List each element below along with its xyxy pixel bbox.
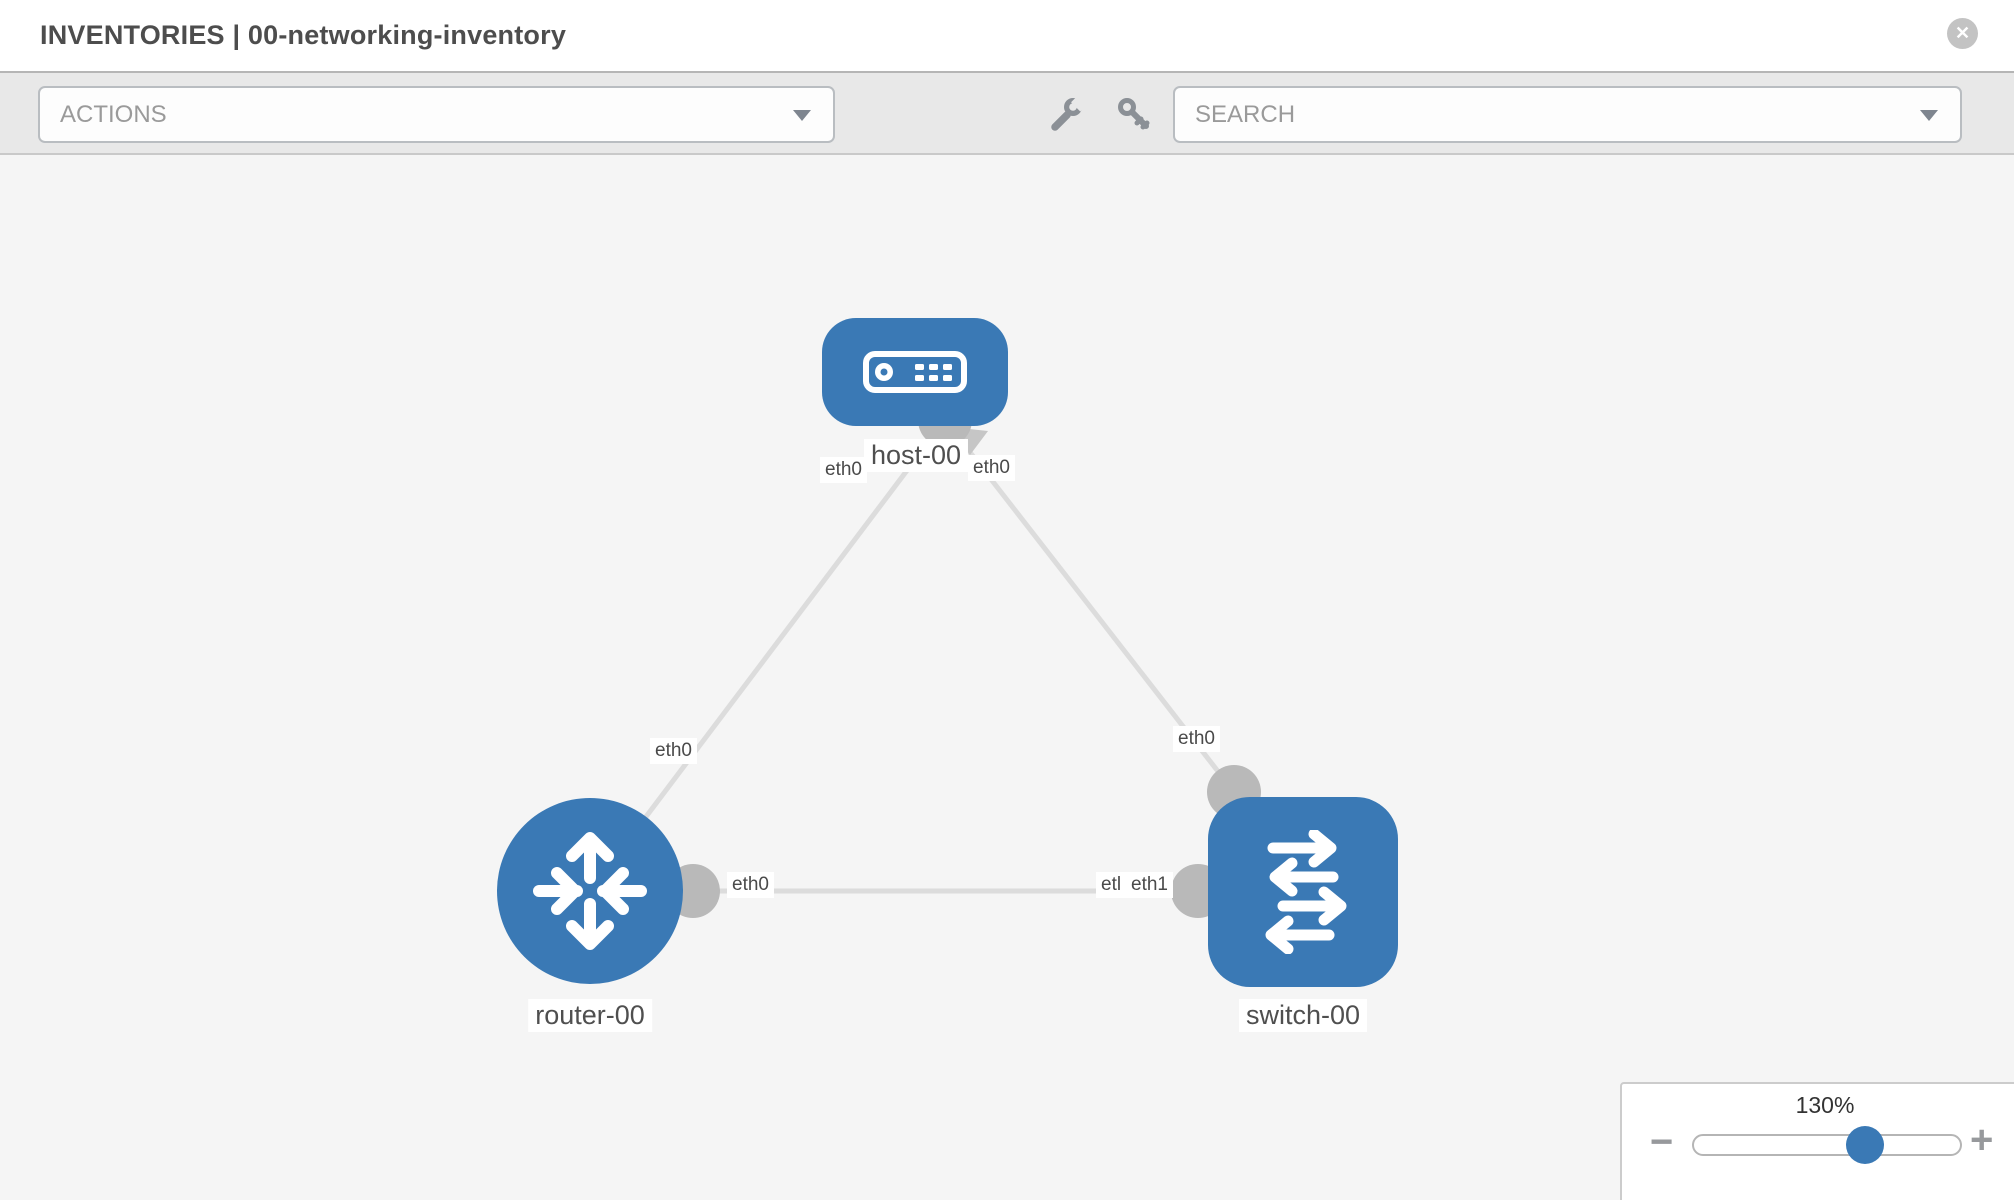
actions-dropdown[interactable]: ACTIONS <box>38 86 835 143</box>
chevron-down-icon <box>1920 109 1938 121</box>
actions-dropdown-label: ACTIONS <box>60 100 167 128</box>
zoom-in-button[interactable]: + <box>1970 1118 1994 1162</box>
topology-links-layer <box>588 393 1261 918</box>
node-label-switch: switch-00 <box>1238 999 1368 1032</box>
node-switch[interactable] <box>1208 797 1398 987</box>
switch-icon <box>1265 830 1347 954</box>
zoom-out-button[interactable]: − <box>1650 1120 1674 1164</box>
iface-label-host-right: eth0 <box>968 455 1015 481</box>
zoom-panel: 130% − + <box>1620 1082 2014 1200</box>
iface-label-router-top: eth0 <box>650 738 697 764</box>
wrench-icon[interactable] <box>1048 96 1084 132</box>
node-host[interactable] <box>822 318 1008 426</box>
topology-canvas[interactable]: host-00 router-00 switch-00 eth0 eth0 et… <box>0 155 2014 1200</box>
page-title: INVENTORIES | 00-networking-inventory <box>40 20 567 50</box>
iface-label-router-right: eth0 <box>727 872 774 898</box>
key-icon[interactable] <box>1116 96 1152 132</box>
close-icon: ✕ <box>1954 23 1971 43</box>
host-icon <box>863 351 967 393</box>
iface-label-switch-under: etl <box>1096 872 1127 898</box>
chevron-down-icon <box>793 109 811 121</box>
close-button[interactable]: ✕ <box>1947 18 1978 49</box>
header: INVENTORIES | 00-networking-inventory ✕ <box>0 0 2014 71</box>
zoom-slider-track[interactable] <box>1692 1134 1962 1156</box>
zoom-level: 130% <box>1795 1092 1855 1118</box>
search-dropdown-label: SEARCH <box>1195 100 1296 128</box>
link-host-router <box>588 418 947 893</box>
iface-label-host-left: eth0 <box>820 457 867 483</box>
node-label-host: host-00 <box>863 439 969 472</box>
search-dropdown[interactable]: SEARCH <box>1173 86 1962 143</box>
router-icon <box>533 832 647 950</box>
iface-label-switch-left: eth1 <box>1126 872 1173 898</box>
zoom-slider-handle[interactable] <box>1846 1126 1884 1164</box>
node-label-router: router-00 <box>528 999 652 1032</box>
iface-label-switch-top: eth0 <box>1173 726 1220 752</box>
node-router[interactable] <box>497 798 683 984</box>
